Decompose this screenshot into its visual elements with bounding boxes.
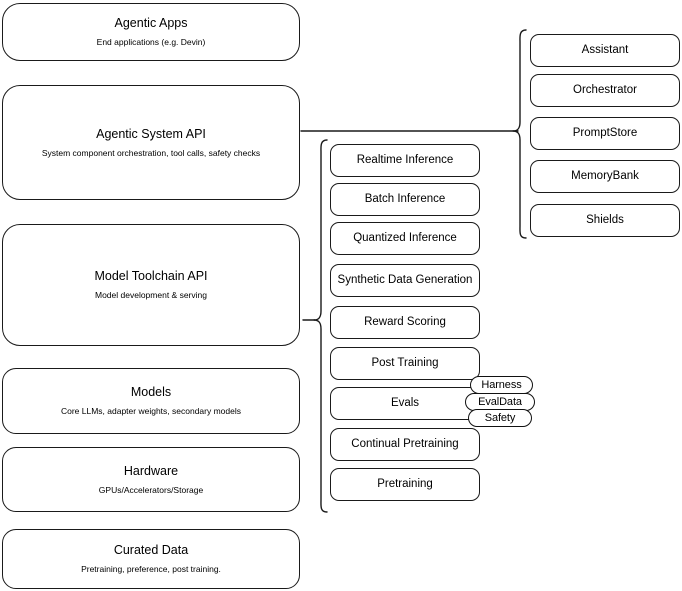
layer-title: Curated Data (113, 543, 189, 558)
capability-label: Reward Scoring (364, 316, 446, 329)
capability-continual-pretraining[interactable]: Continual Pretraining (330, 428, 480, 461)
component-label: MemoryBank (571, 170, 639, 183)
capability-quantized-inference[interactable]: Quantized Inference (330, 222, 480, 255)
layer-subtitle: System component orchestration, tool cal… (41, 147, 261, 158)
component-label: Orchestrator (573, 84, 637, 97)
eval-pill-label: Harness (481, 379, 522, 391)
layer-title: Model Toolchain API (94, 269, 208, 284)
capability-label: Pretraining (377, 478, 433, 491)
component-assistant[interactable]: Assistant (530, 34, 680, 67)
layer-box-hardware[interactable]: Hardware GPUs/Accelerators/Storage (2, 447, 300, 512)
bracket-middle-column (313, 139, 328, 513)
layer-subtitle: Core LLMs, adapter weights, secondary mo… (60, 406, 241, 416)
component-label: PromptStore (572, 127, 638, 140)
capability-pretraining[interactable]: Pretraining (330, 468, 480, 501)
component-orchestrator[interactable]: Orchestrator (530, 74, 680, 107)
bracket-right-column (512, 29, 527, 239)
capability-evals[interactable]: Evals (330, 387, 480, 420)
capability-reward-scoring[interactable]: Reward Scoring (330, 306, 480, 339)
layer-box-model-toolchain-api[interactable]: Model Toolchain API Model development & … (2, 224, 300, 346)
layer-subtitle: Model development & serving (95, 290, 207, 300)
capability-label: Evals (390, 397, 420, 410)
eval-pill-label: Safety (484, 412, 516, 424)
capability-label: Batch Inference (364, 193, 446, 206)
capability-realtime-inference[interactable]: Realtime Inference (330, 144, 480, 177)
layer-title: Models (130, 385, 172, 400)
eval-pill-safety[interactable]: Safety (468, 409, 532, 427)
layer-subtitle: End applications (e.g. Devin) (96, 37, 206, 47)
capability-label: Continual Pretraining (351, 438, 459, 451)
capability-label: Realtime Inference (356, 154, 454, 167)
component-promptstore[interactable]: PromptStore (530, 117, 680, 150)
component-memorybank[interactable]: MemoryBank (530, 160, 680, 193)
layer-box-agentic-apps[interactable]: Agentic Apps End applications (e.g. Devi… (2, 3, 300, 61)
capability-label: Post Training (371, 357, 439, 370)
capability-label: Quantized Inference (353, 232, 457, 245)
capability-synthetic-data-generation[interactable]: Synthetic Data Generation (330, 264, 480, 297)
layer-title: Hardware (123, 463, 179, 478)
capability-batch-inference[interactable]: Batch Inference (330, 183, 480, 216)
layer-box-agentic-system-api[interactable]: Agentic System API System component orch… (2, 85, 300, 200)
capability-label: Synthetic Data Generation (337, 274, 473, 287)
eval-pill-label: EvalData (478, 396, 522, 408)
layer-box-curated-data[interactable]: Curated Data Pretraining, preference, po… (2, 529, 300, 589)
component-shields[interactable]: Shields (530, 204, 680, 237)
layer-box-models[interactable]: Models Core LLMs, adapter weights, secon… (2, 368, 300, 434)
eval-pill-harness[interactable]: Harness (470, 376, 533, 394)
layer-title: Agentic System API (96, 126, 206, 141)
component-label: Shields (586, 214, 624, 227)
layer-subtitle: Pretraining, preference, post training. (81, 564, 221, 574)
layer-subtitle: GPUs/Accelerators/Storage (98, 484, 204, 495)
component-label: Assistant (581, 44, 629, 57)
capability-post-training[interactable]: Post Training (330, 347, 480, 380)
layer-title: Agentic Apps (114, 16, 188, 31)
